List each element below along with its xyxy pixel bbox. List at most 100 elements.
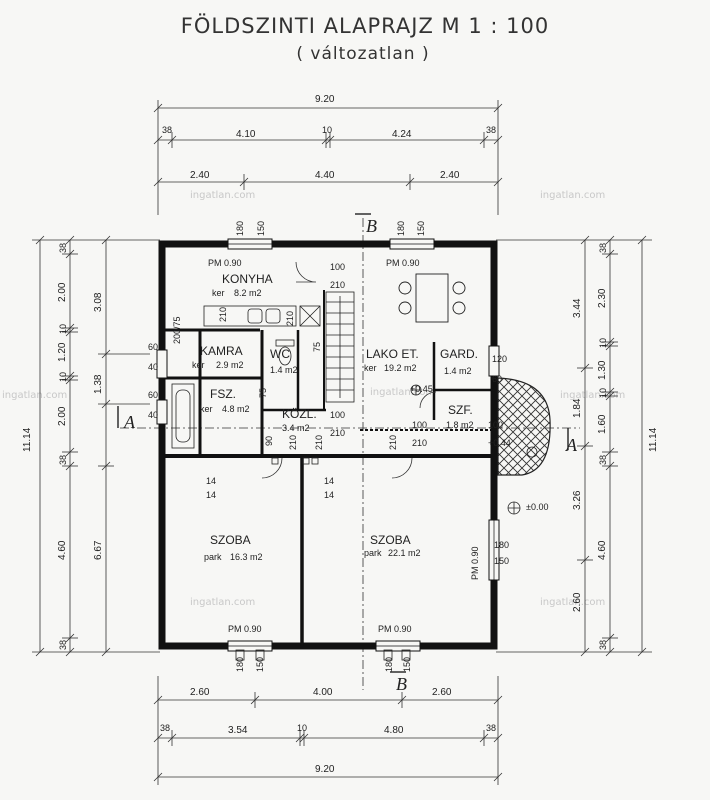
dim-label: 3.26 [572, 490, 583, 510]
room-area: 8.2 m2 [234, 288, 262, 298]
dim-label: 1.20 [57, 342, 68, 362]
door-swings [261, 261, 437, 479]
room-name: SZOBA [370, 533, 411, 547]
opening-label: 60 [148, 342, 158, 352]
dim-label: 38 [162, 125, 172, 135]
opening-label: 100 [412, 420, 427, 430]
dim-label: 2.60 [572, 592, 583, 612]
room-name: KÖZL. [282, 407, 317, 421]
dim-label: 38 [598, 640, 608, 650]
room-area: 16.3 m2 [230, 552, 263, 562]
opening-label: 75 [258, 388, 268, 398]
dim-label: 11.14 [648, 427, 659, 452]
room-name: KONYHA [222, 272, 273, 286]
watermark: ingatlan.com [2, 390, 67, 401]
room-floor: ker [364, 363, 377, 373]
terrace [497, 377, 551, 476]
room-floor: ker [212, 288, 225, 298]
dim-label: 2.60 [190, 687, 210, 698]
dim-label: 4.10 [236, 129, 256, 140]
opening-label: 180 [384, 657, 394, 672]
left-dimensions [32, 235, 160, 657]
opening-label: 180 [235, 657, 245, 672]
dim-label: 10 [58, 324, 68, 334]
opening-label: +0.44 [488, 438, 511, 448]
room-area: 1.4 m2 [444, 366, 472, 376]
level-label: +0.45 [410, 384, 433, 394]
room-floor: ker [200, 404, 213, 414]
level-label: ±0.00 [526, 502, 548, 512]
opening-label: 120 [492, 354, 507, 364]
kitchen-counter [203, 305, 321, 327]
dim-label: 2.60 [432, 687, 452, 698]
section-mark-b: B [366, 216, 377, 236]
room-name: LAKO ET. [366, 347, 419, 361]
dim-top-total: 9.20 [315, 94, 335, 105]
walls [158, 240, 498, 650]
dim-label: 38 [598, 455, 608, 465]
right-dimensions [496, 235, 652, 657]
opening-label: 14 [206, 476, 216, 486]
opening-label: 200/75 [172, 316, 182, 344]
dim-label: 2.40 [190, 170, 210, 181]
dim-label: 4.60 [597, 540, 608, 560]
opening-label: 100 [488, 420, 503, 430]
top-dimensions [153, 100, 503, 215]
opening-label: 75 [312, 342, 322, 352]
dim-label: 1.38 [93, 374, 104, 394]
bottom-dimensions [153, 676, 503, 785]
dim-label: 2.00 [57, 282, 68, 302]
opening-label: 90 [264, 436, 274, 446]
dim-label: 3.54 [228, 725, 248, 736]
opening-label: 210 [285, 311, 295, 326]
opening-label: 180 [494, 540, 509, 550]
opening-label: 14 [324, 476, 334, 486]
dim-label: 38 [58, 455, 68, 465]
dining-table [398, 273, 466, 323]
opening-label: 150 [256, 221, 266, 236]
dim-label: 10 [598, 388, 608, 398]
section-mark-a: A [123, 412, 136, 432]
watermark: ingatlan.com [190, 190, 255, 201]
dim-label: 6.67 [93, 540, 104, 560]
dim-label: 1.84 [572, 398, 583, 418]
dim-label: 38 [160, 723, 170, 733]
room-area: 22.1 m2 [388, 548, 421, 558]
page-subtitle: ( változatlan ) [296, 44, 430, 64]
dim-label: 10 [322, 125, 332, 135]
opening-label: 150 [402, 657, 412, 672]
watermark: ingatlan.com [370, 387, 435, 398]
opening-label: 210 [388, 435, 398, 450]
opening-label: 210 [330, 280, 345, 290]
room-area: 1.4 m2 [270, 365, 298, 375]
dim-label: 1.30 [597, 360, 608, 380]
opening-label: 60 [492, 374, 502, 384]
room-area: 1.8 m2 [446, 420, 474, 430]
room-area: 19.2 m2 [384, 363, 417, 373]
opening-label: 210 [330, 428, 345, 438]
opening-label: 100 [330, 410, 345, 420]
room-area: 2.9 m2 [216, 360, 244, 370]
opening-label: 210 [288, 435, 298, 450]
dim-label: 2.00 [57, 406, 68, 426]
dim-label: 2.30 [597, 288, 608, 308]
door-label: PM 0.90 [470, 546, 480, 580]
opening-label: 14 [206, 490, 216, 500]
dim-label: 10 [58, 372, 68, 382]
room-name: KAMRA [200, 344, 243, 358]
watermark: ingatlan.com [190, 597, 255, 608]
opening-label: 180 [396, 221, 406, 236]
opening-label: 210 [314, 435, 324, 450]
dim-label: 3.44 [572, 298, 583, 318]
toilet [275, 339, 295, 366]
opening-label: 14 [324, 490, 334, 500]
staircase [325, 291, 355, 403]
section-mark-a: A [565, 435, 578, 455]
opening-label: 150 [416, 221, 426, 236]
room-area: 4.8 m2 [222, 404, 250, 414]
dim-label: 38 [486, 723, 496, 733]
room-name: GARD. [440, 347, 478, 361]
door-label: PM 0.90 [228, 624, 262, 634]
room-floor: park [364, 548, 382, 558]
